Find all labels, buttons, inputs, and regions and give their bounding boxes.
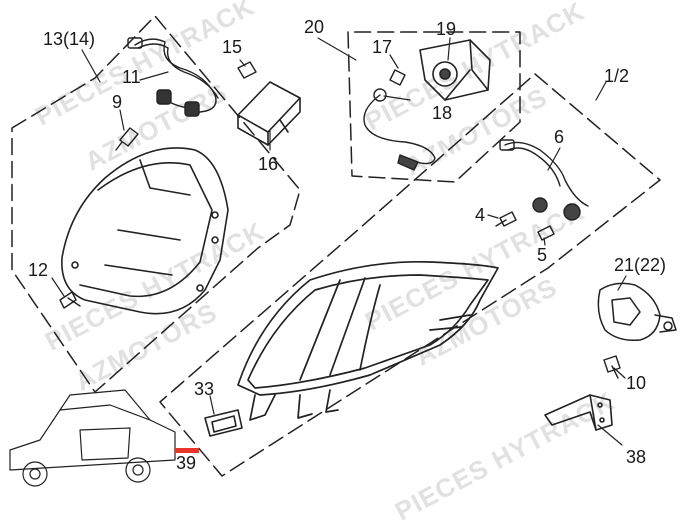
part-label-15: 15 — [222, 37, 243, 57]
leader-21 — [617, 275, 627, 291]
part-label-18: 18 — [432, 103, 453, 123]
headlight-wiring-harness — [127, 37, 219, 117]
handlebar-switch-part-21 — [597, 282, 677, 342]
leader-4 — [487, 214, 499, 219]
utv-thumbnail — [9, 389, 176, 487]
ignition-switch-part-19 — [419, 39, 491, 101]
bolt-part-5 — [537, 225, 555, 241]
part-label-19: 19 — [436, 19, 457, 39]
part-label-39: 39 — [176, 453, 197, 473]
group-outline-front-cowl — [159, 73, 661, 477]
turn-signal-wiring-harness — [499, 139, 589, 221]
part-label-11: 11 — [122, 67, 141, 87]
part-label-17: 17 — [372, 37, 393, 57]
leader-12 — [51, 277, 65, 297]
part-label-5: 5 — [537, 245, 548, 265]
group-outline-headlight — [11, 15, 301, 393]
leader-20 — [317, 37, 357, 61]
leader-38 — [597, 424, 623, 446]
bolt-part-9 — [115, 127, 139, 151]
relay-box-part-16 — [237, 81, 301, 146]
bracket-part-38 — [544, 394, 613, 431]
leader-10 — [613, 367, 626, 379]
part-label-33: 33 — [194, 379, 215, 399]
part-label-6: 6 — [554, 127, 565, 147]
reflector-part-33 — [204, 409, 243, 437]
leader-18 — [383, 95, 411, 101]
leader-9 — [119, 109, 125, 131]
part-label-38: 38 — [626, 447, 647, 467]
leader-17 — [389, 54, 399, 69]
front-cowl-assembly — [237, 260, 499, 421]
part-label-20: 20 — [304, 17, 325, 37]
leader-5 — [543, 237, 546, 246]
leader-11 — [139, 71, 169, 81]
part-label-10: 10 — [626, 373, 647, 393]
part-label-9: 9 — [112, 92, 123, 112]
bolt-part-12 — [59, 291, 81, 309]
part-label-16: 16 — [258, 154, 279, 174]
headlight-housing-part — [61, 147, 229, 315]
lamp-wiring-harness — [363, 69, 436, 171]
highlight-marker-39 — [175, 448, 199, 453]
part-label-13: 13(14) — [43, 29, 96, 49]
diagram-drawing — [9, 15, 677, 487]
bolt-part-4 — [495, 211, 517, 227]
leader-15 — [239, 59, 246, 67]
leader-1 — [595, 81, 607, 101]
clip-part-15 — [237, 61, 257, 79]
part-label-4: 4 — [475, 205, 486, 225]
part-label-1: 1/2 — [604, 66, 630, 86]
leader-19 — [447, 37, 451, 61]
group-outline-lamp-wiring — [347, 31, 521, 183]
part-label-21: 21(22) — [614, 255, 667, 275]
leader-6 — [547, 147, 561, 171]
part-label-12: 12 — [28, 260, 49, 280]
leader-33 — [209, 395, 215, 415]
leader-13 — [81, 49, 101, 83]
exploded-parts-diagram: PIECES HYTRACK AZMOTORS PIECES HYTRACK A… — [9, 0, 677, 526]
clip-part-10 — [603, 355, 621, 379]
